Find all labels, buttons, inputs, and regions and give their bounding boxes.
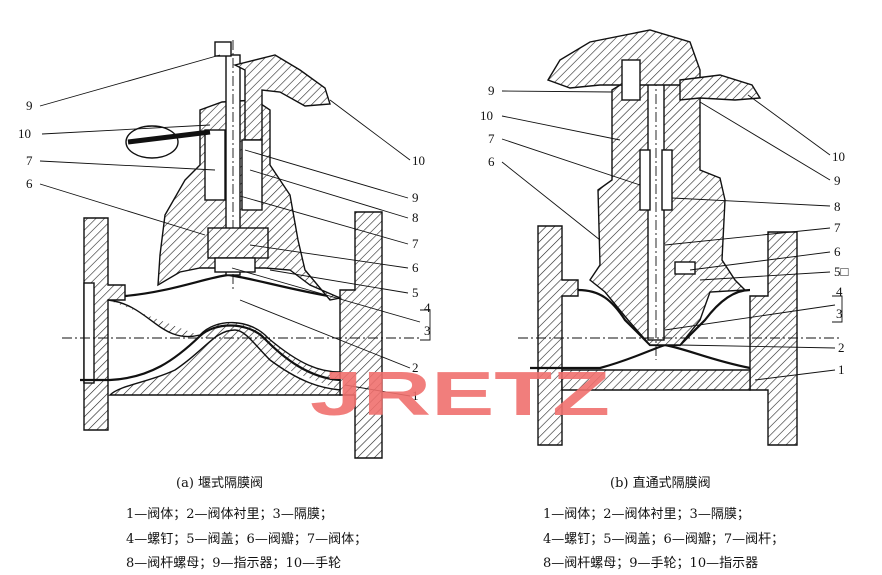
legend-b-line: 8—阀杆螺母；9—手轮；10—指示器 [543, 556, 759, 571]
callout-a-left-0: 9 [26, 98, 33, 113]
callout-a-right-0: 10 [412, 153, 425, 168]
callout-b-left-2: 7 [488, 131, 495, 146]
caption-b: (b) 直通式隔膜阀 [610, 476, 711, 491]
right-flange-b [749, 231, 798, 446]
legend-b-line: 4—螺钉；5—阀盖；6—阀瓣；7—阀杆； [543, 532, 785, 547]
callout-b-right-4: 6 [834, 244, 841, 259]
watermark: JRETZ [310, 360, 610, 429]
callout-a-right-2: 8 [412, 210, 419, 225]
callout-b-right-7: 3 [836, 306, 843, 321]
indicator-b [679, 74, 762, 101]
handwheel-b [546, 29, 701, 89]
legend-b-line: 1—阀体；2—阀体衬里；3—隔膜； [543, 507, 750, 522]
body-lining [80, 324, 341, 382]
callout-b-right-3: 7 [834, 220, 841, 235]
callout-a-right-9: 1 [412, 388, 419, 403]
callout-b-left-0: 9 [488, 83, 495, 98]
straight-valve-drawing [518, 29, 840, 446]
leader-lines-a [39, 54, 431, 397]
callout-a-left-1: 10 [18, 126, 31, 141]
callout-b-right-6: 4 [836, 284, 843, 299]
callout-b-right-5: 5□ [834, 264, 849, 279]
callout-a-right-4: 6 [412, 260, 419, 275]
callout-a-left-2: 7 [26, 153, 33, 168]
callout-b-right-8: 2 [838, 340, 845, 355]
callout-a-right-1: 9 [412, 190, 419, 205]
indicator-a [214, 41, 232, 57]
callout-b-right-9: 1 [838, 362, 845, 377]
callouts-b: 9 10 7 6 10 9 8 7 6 5□ 4 3 2 1 [480, 83, 849, 377]
callout-a-left-3: 6 [26, 176, 33, 191]
callout-b-right-0: 10 [832, 149, 845, 164]
callout-a-right-8: 2 [412, 360, 419, 375]
valve-body-lower [107, 299, 341, 396]
caption-a: (a) 堰式隔膜阀 [176, 476, 264, 491]
handwheel-a [232, 54, 331, 141]
callout-b-right-1: 9 [834, 173, 841, 188]
legend-a-line: 4—螺钉；5—阀盖；6—阀瓣；7—阀体； [126, 532, 368, 547]
leader-lines-b [501, 90, 843, 381]
callout-b-right-2: 8 [834, 199, 841, 214]
callout-b-left-3: 6 [488, 154, 495, 169]
weir-valve-drawing [62, 40, 420, 459]
right-flange [339, 211, 383, 459]
callout-a-right-5: 5 [412, 285, 419, 300]
legend-a-line: 8—阀杆螺母；9—指示器；10—手轮 [126, 556, 342, 571]
callout-b-left-1: 10 [480, 108, 493, 123]
callout-a-right-6: 4 [424, 300, 431, 315]
callouts-a: 9 10 7 6 10 9 8 7 6 5 4 3 2 1 [18, 98, 431, 403]
legend-a-line: 1—阀体；2—阀体衬里；3—隔膜； [126, 507, 333, 522]
left-flange-b [537, 225, 579, 446]
callout-a-right-3: 7 [412, 236, 419, 251]
callout-a-right-7: 3 [424, 323, 431, 338]
valve-body-b [561, 369, 751, 391]
